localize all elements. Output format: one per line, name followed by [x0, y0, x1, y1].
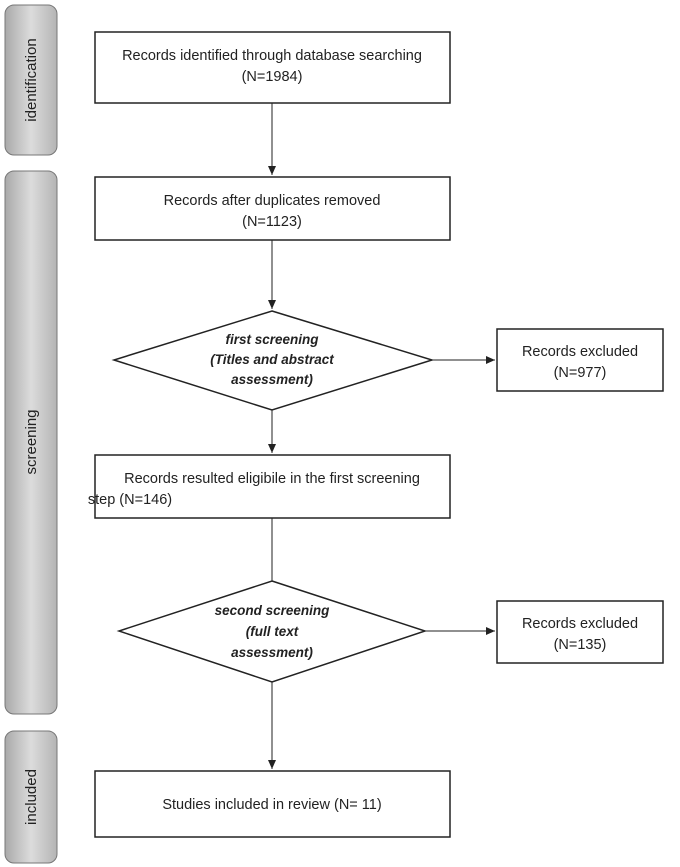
- box-excluded-second-line1: Records excluded: [522, 616, 638, 632]
- phase-identification-label: identification: [23, 38, 40, 121]
- box-excluded-first: Records excluded (N=977): [496, 328, 664, 392]
- phase-included: included: [4, 730, 58, 864]
- box-eligible-first-line1: Records resulted eligibile in the first …: [124, 471, 420, 487]
- box-included-studies-line1: Studies included in review (N= 11): [162, 797, 381, 813]
- phase-screening-label: screening: [23, 409, 40, 474]
- box-identified: Records identified through database sear…: [94, 31, 451, 104]
- box-eligible-first-line2: step (N=146): [88, 492, 172, 508]
- diamond-second-screening: second screening (full text assessment): [116, 580, 428, 683]
- box-excluded-first-line2: (N=977): [554, 365, 607, 381]
- phase-screening: screening: [4, 170, 58, 715]
- box-eligible-first: Records resulted eligibile in the first …: [88, 454, 451, 519]
- box-deduplicated: Records after duplicates removed (N=1123…: [94, 176, 451, 241]
- box-identified-line2: (N=1984): [242, 69, 303, 85]
- first-screening-line3: assessment): [231, 372, 313, 387]
- second-screening-line3: assessment): [231, 645, 313, 660]
- box-excluded-first-line1: Records excluded: [522, 344, 638, 360]
- box-excluded-second: Records excluded (N=135): [496, 600, 664, 664]
- phase-included-label: included: [23, 769, 40, 825]
- second-screening-line1: second screening: [215, 603, 331, 618]
- first-screening-line2: (Titles and abstract: [210, 352, 334, 367]
- connectors: [268, 103, 495, 769]
- box-excluded-second-line2: (N=135): [554, 637, 607, 653]
- first-screening-line1: first screening: [225, 332, 319, 347]
- box-deduplicated-line1: Records after duplicates removed: [164, 193, 381, 209]
- box-identified-line1: Records identified through database sear…: [122, 48, 422, 64]
- box-included-studies: Studies included in review (N= 11): [94, 770, 451, 838]
- box-deduplicated-line2: (N=1123): [242, 214, 302, 230]
- diamond-first-screening: first screening (Titles and abstract ass…: [111, 310, 435, 411]
- phase-identification: identification: [4, 4, 58, 156]
- second-screening-line2: (full text: [246, 624, 299, 639]
